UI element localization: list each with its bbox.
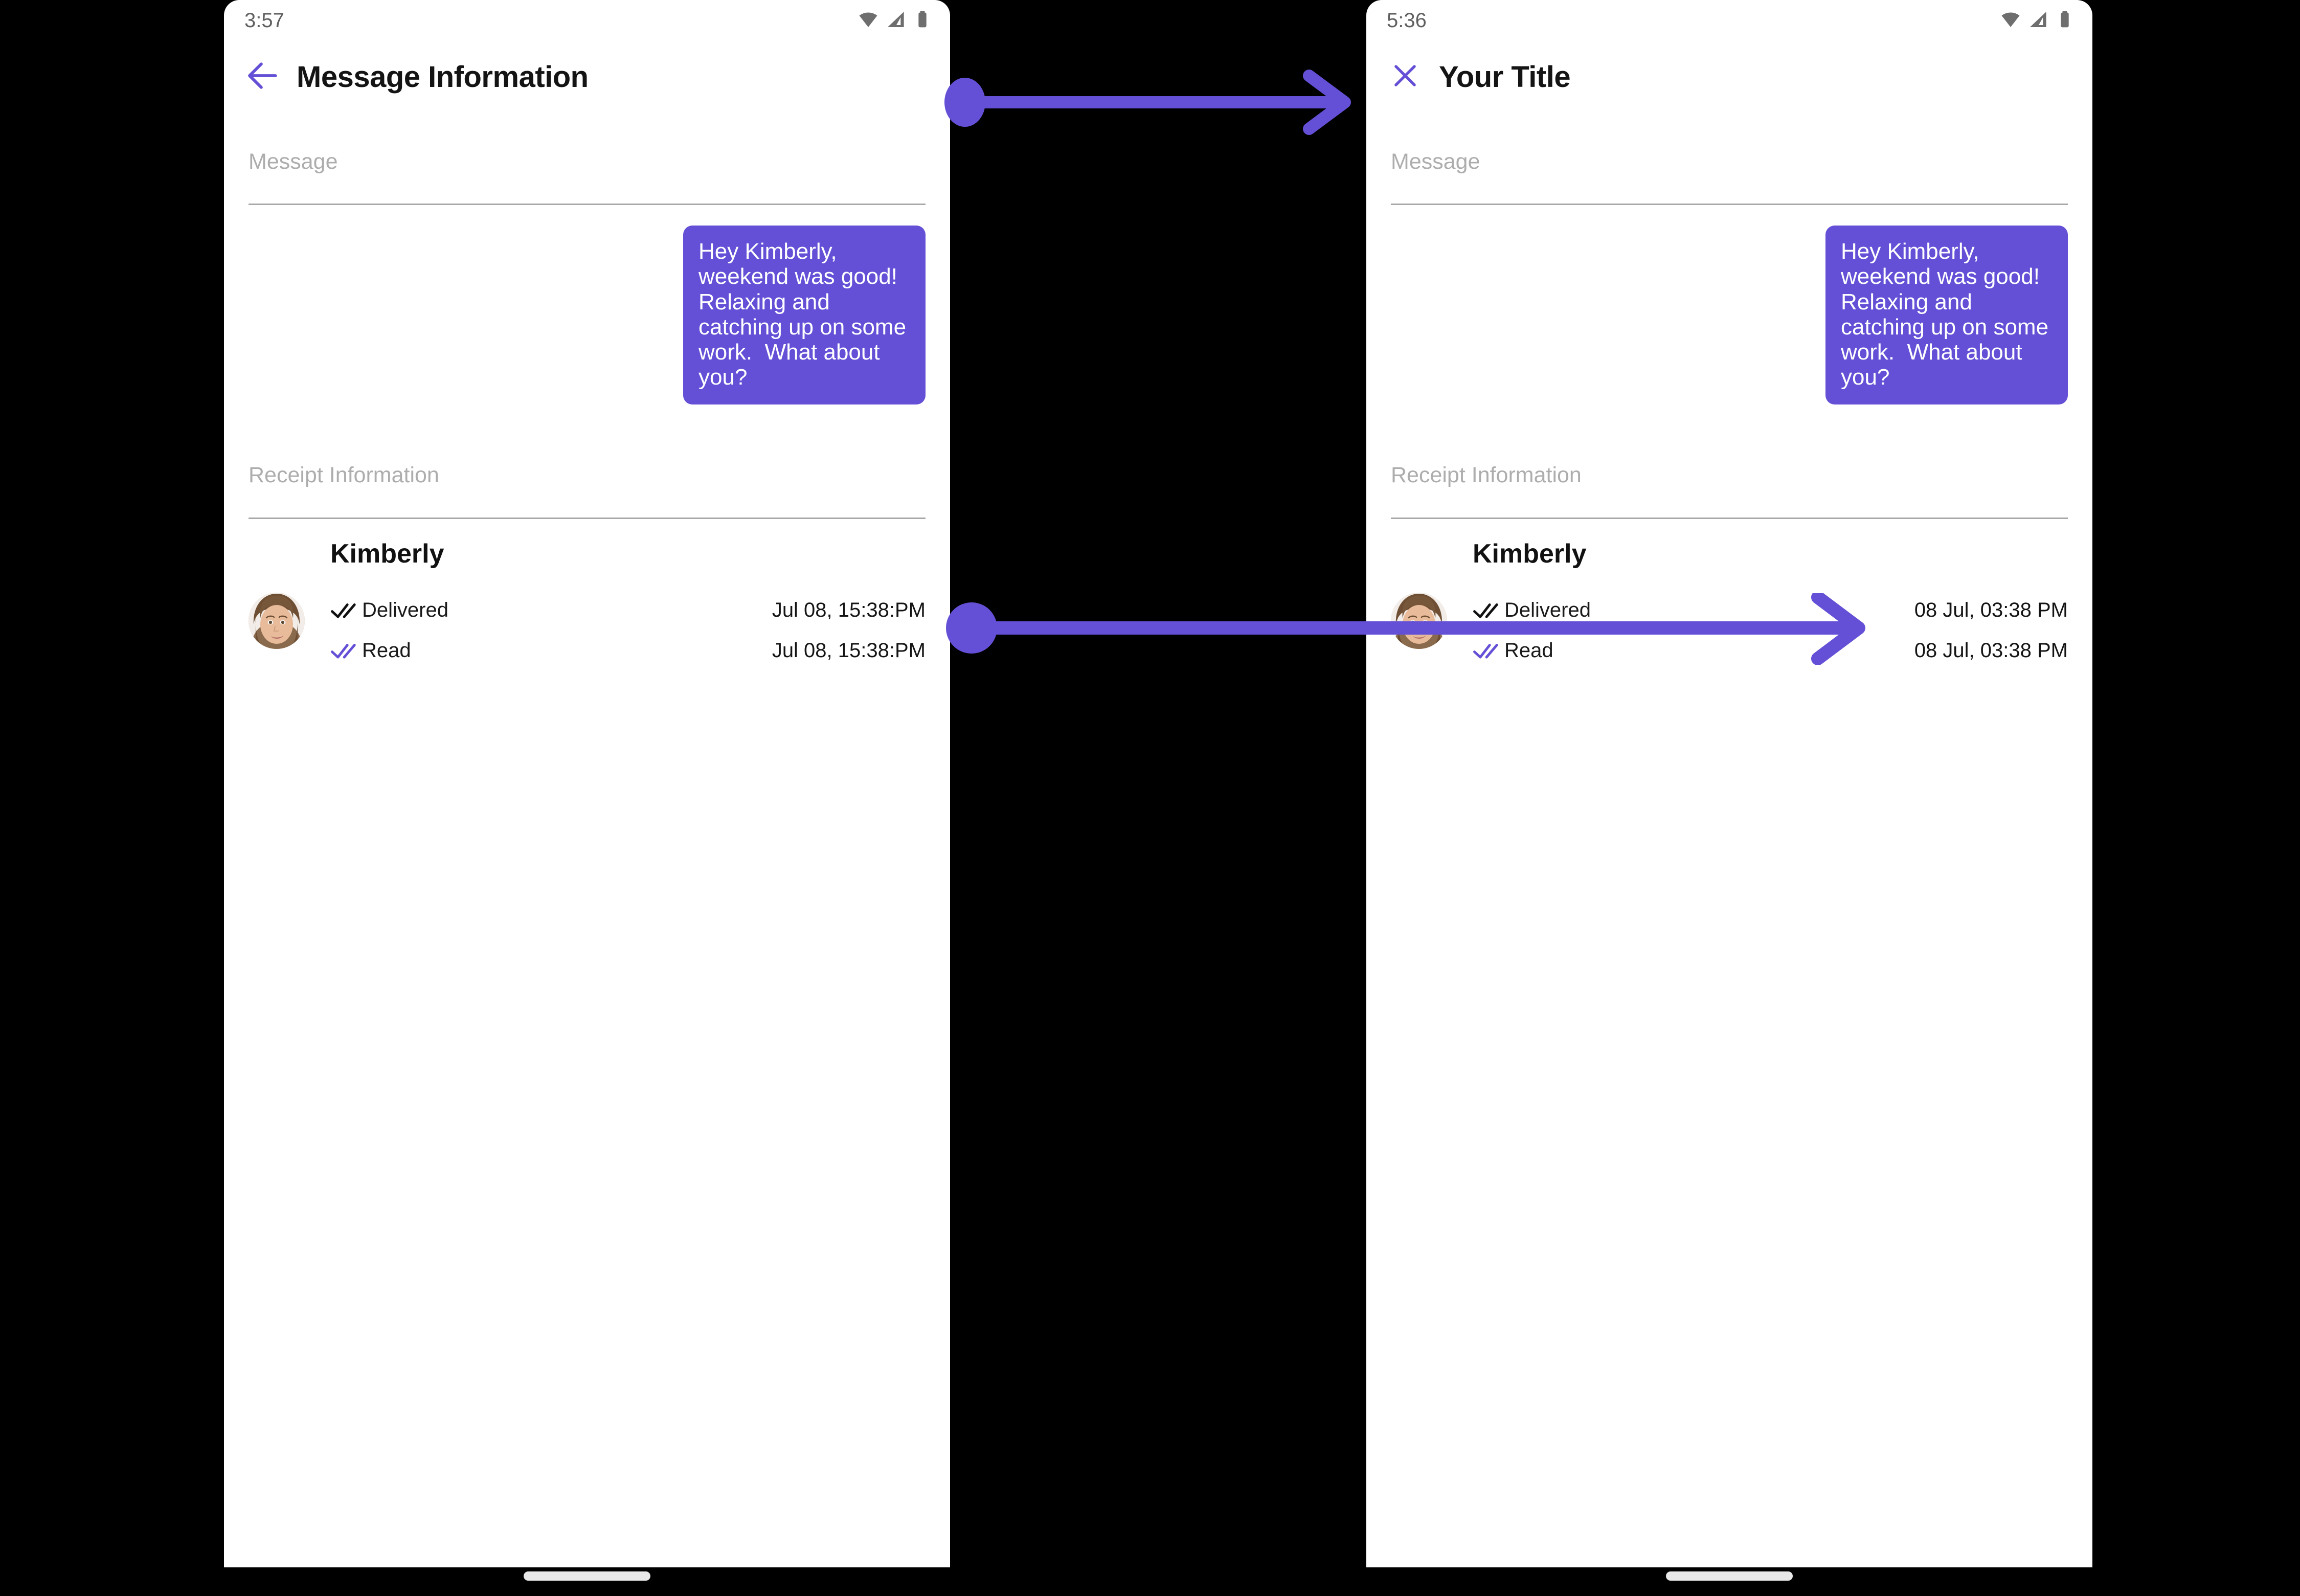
phone-screen-right: 5:36 — [1366, 0, 2092, 1567]
status-bar-clock: 3:57 — [244, 9, 284, 32]
receipt-row-delivered: Delivered 08 Jul, 03:38 PM — [1473, 595, 2068, 625]
receipt-timestamp: 08 Jul, 03:38 PM — [1914, 639, 2068, 662]
receipt-timestamp: 08 Jul, 03:38 PM — [1914, 599, 2068, 621]
wifi-icon — [2000, 9, 2021, 32]
receipt-timestamp: Jul 08, 15:38:PM — [772, 639, 926, 662]
home-indicator-left — [524, 1571, 650, 1581]
receipt-section-label: Receipt Information — [1391, 463, 1582, 487]
receipt-status-label: Delivered — [362, 599, 448, 621]
avatar — [249, 593, 305, 649]
battery-icon — [912, 9, 933, 32]
status-bar-clock: 5:36 — [1387, 9, 1427, 32]
back-button[interactable] — [237, 57, 288, 97]
message-section-divider — [249, 204, 926, 205]
receipt-row-delivered: Delivered Jul 08, 15:38:PM — [330, 595, 926, 625]
receipt-row-read: Read 08 Jul, 03:38 PM — [1473, 636, 2068, 665]
app-bar: Message Information — [224, 41, 950, 113]
battery-icon — [2055, 9, 2075, 32]
double-check-icon — [330, 640, 362, 661]
message-bubble: Hey Kimberly, weekend was good! Relaxing… — [683, 226, 926, 404]
status-bar: 3:57 — [224, 0, 950, 41]
annotation-arrow-title — [944, 70, 1351, 135]
page-title: Your Title — [1439, 60, 1571, 94]
receipt-timestamp: Jul 08, 15:38:PM — [772, 599, 926, 621]
back-arrow-icon — [244, 57, 282, 97]
receipt-section-divider — [1391, 518, 2068, 519]
app-bar: Your Title — [1366, 41, 2092, 113]
contact-name: Kimberly — [330, 539, 444, 569]
double-check-icon — [1473, 640, 1504, 661]
phone-screen-left: 3:57 — [224, 0, 950, 1567]
contact-name: Kimberly — [1473, 539, 1587, 569]
receipt-status-label: Read — [362, 639, 411, 662]
avatar — [1391, 593, 1447, 649]
receipt-status-label: Delivered — [1504, 599, 1591, 621]
cellular-signal-icon — [885, 9, 906, 32]
close-button[interactable] — [1380, 60, 1431, 94]
message-section-label: Message — [1391, 149, 1480, 174]
page-title: Message Information — [297, 60, 589, 94]
message-section-label: Message — [249, 149, 338, 174]
message-bubble: Hey Kimberly, weekend was good! Relaxing… — [1825, 226, 2068, 404]
cellular-signal-icon — [2027, 9, 2048, 32]
home-indicator-right — [1666, 1571, 1793, 1581]
close-x-icon — [1389, 60, 1421, 94]
wifi-icon — [858, 9, 878, 32]
message-section-divider — [1391, 204, 2068, 205]
receipt-section-divider — [249, 518, 926, 519]
status-bar-icons — [858, 9, 933, 32]
double-check-icon — [1473, 600, 1504, 620]
status-bar-icons — [2000, 9, 2075, 32]
receipt-status-label: Read — [1504, 639, 1553, 662]
status-bar: 5:36 — [1366, 0, 2092, 41]
receipt-section-label: Receipt Information — [249, 463, 439, 487]
double-check-icon — [330, 600, 362, 620]
receipt-row-read: Read Jul 08, 15:38:PM — [330, 636, 926, 665]
